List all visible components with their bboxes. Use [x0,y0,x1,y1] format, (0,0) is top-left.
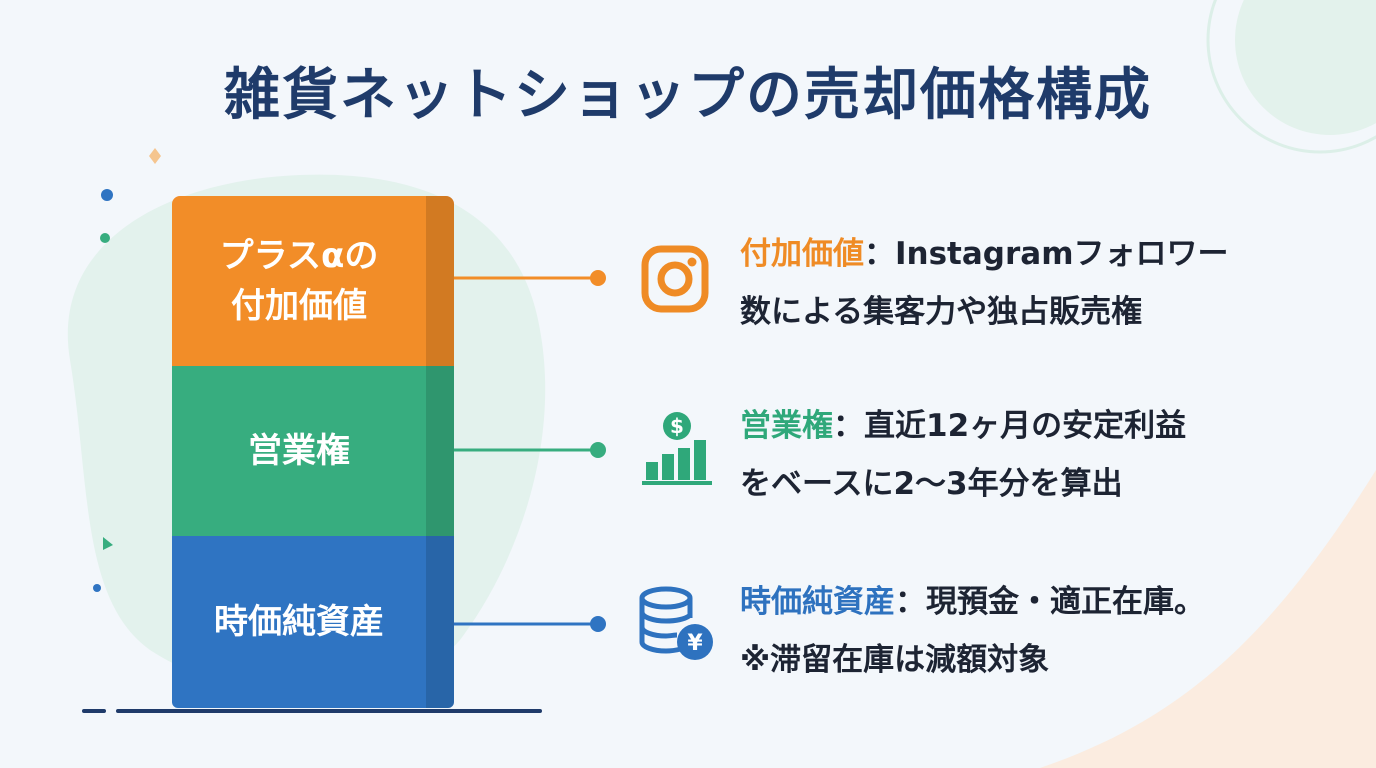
price-stack: プラスαの付加価値 営業権 時価純資産 [172,196,454,708]
layer-goodwill: 営業権 [172,366,454,536]
layer-goodwill-label: 営業権 [248,431,350,471]
layer-net-assets: 時価純資産 [172,536,454,708]
description-net-assets-line1: 現預金・適正在庫。 [926,584,1205,620]
layer-added-value-label: プラスαの付加価値 [219,236,379,326]
page-title: 雑貨ネットショップの売却価格構成 [224,63,1152,128]
layer-net-assets-label: 時価純資産 [214,602,384,642]
description-added-value-line1: Instagramフォロワー [895,236,1229,272]
description-added-value-label: 付加価値 [740,236,864,272]
layer-added-value: プラスαの付加価値 [172,196,454,366]
svg-text:$: $ [670,414,684,438]
coin-stack-yen-icon: ¥ [639,586,713,660]
description-added-value: 付加価値：Instagramフォロワー 数による集客力や独占販売権 [740,236,1229,330]
description-net-assets-line2: ※滞留在庫は減額対象 [740,642,1050,678]
svg-text:¥: ¥ [687,631,703,656]
description-goodwill-line2: をベースに2〜3年分を算出 [740,466,1123,502]
description-net-assets: 時価純資産：現預金・適正在庫。 ※滞留在庫は減額対象 [740,584,1205,678]
description-net-assets-label: 時価純資産 [740,584,895,620]
instagram-icon [641,245,709,313]
growth-chart-dollar-icon: $ [642,412,712,485]
description-added-value-line2: 数による集客力や独占販売権 [740,294,1143,330]
description-goodwill: 営業権：直近12ヶ月の安定利益 をベースに2〜3年分を算出 [740,408,1187,502]
description-goodwill-label: 営業権 [740,408,833,444]
description-goodwill-line1: 直近12ヶ月の安定利益 [864,408,1187,444]
